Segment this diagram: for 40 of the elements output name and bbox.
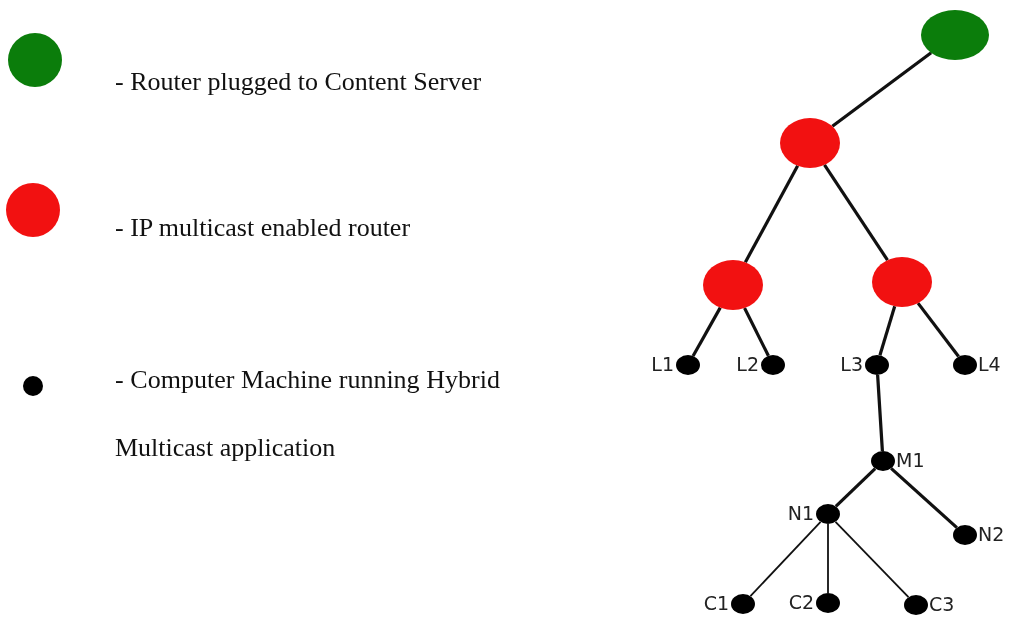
legend-text: - IP multicast enabled router bbox=[115, 212, 411, 244]
node-label: L3 bbox=[840, 353, 863, 375]
router-circle bbox=[780, 118, 840, 168]
router-circle bbox=[921, 10, 989, 60]
computer-dot bbox=[816, 504, 840, 524]
connector-line bbox=[823, 164, 889, 261]
node-label: L1 bbox=[651, 353, 674, 375]
connector-line bbox=[834, 467, 877, 508]
computer-dot bbox=[761, 355, 785, 375]
computer-dot bbox=[731, 594, 755, 614]
computer-dot bbox=[816, 593, 840, 613]
connector-line bbox=[916, 302, 960, 358]
node-label: C2 bbox=[788, 591, 814, 613]
node-label: C3 bbox=[929, 593, 955, 615]
connector-line bbox=[749, 520, 822, 598]
computer-dot bbox=[865, 355, 889, 375]
legend-text: - Router plugged to Content Server bbox=[115, 66, 482, 98]
node-label: N1 bbox=[787, 502, 814, 524]
connector-line bbox=[878, 305, 897, 356]
node-label: L2 bbox=[736, 353, 759, 375]
router-circle bbox=[872, 257, 932, 307]
connector-line bbox=[743, 165, 800, 263]
connector-line bbox=[827, 523, 829, 594]
node-label: N2 bbox=[978, 523, 1005, 545]
computer-dot bbox=[871, 451, 895, 471]
connector-line bbox=[691, 306, 722, 357]
connector-line bbox=[834, 520, 910, 599]
computer-dot bbox=[676, 355, 700, 375]
node-label: L4 bbox=[978, 353, 1001, 375]
node-label: M1 bbox=[896, 449, 925, 471]
router-circle bbox=[703, 260, 763, 310]
legend-text: - Computer Machine running Hybrid Multicast application bbox=[115, 364, 500, 464]
connector-line bbox=[831, 51, 933, 128]
connector-line bbox=[890, 467, 958, 529]
computer-dot bbox=[904, 595, 928, 615]
connector-line bbox=[743, 307, 770, 357]
connector-line bbox=[876, 374, 884, 452]
computer-dot bbox=[953, 355, 977, 375]
node-label: C1 bbox=[703, 592, 729, 614]
computer-dot bbox=[953, 525, 977, 545]
